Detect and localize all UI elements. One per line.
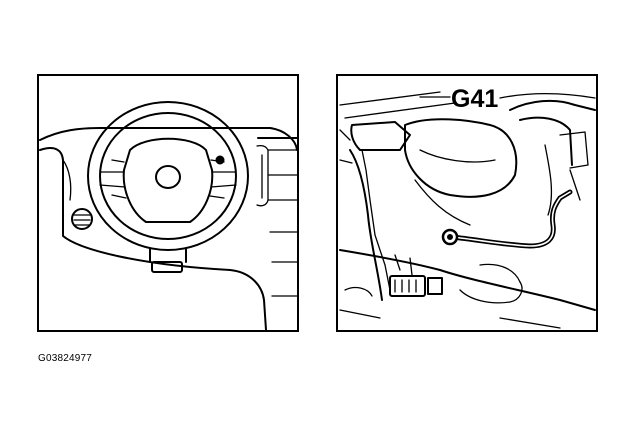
figure-id: G03824977 — [38, 353, 93, 364]
right-panel: G41 — [336, 74, 598, 332]
dashboard-lower-left — [39, 147, 267, 331]
left-panel-frame — [37, 74, 299, 332]
steering-wheel-hub — [122, 137, 214, 223]
center-console — [256, 137, 298, 297]
upper-panel-edge — [339, 91, 456, 119]
steering-wheel-left-spoke — [99, 171, 126, 188]
steering-column — [149, 248, 187, 263]
steering-wheel-emblem — [155, 165, 181, 189]
ground-location-marker — [215, 155, 225, 165]
dashboard-outline — [39, 127, 298, 151]
lower-structure — [339, 249, 596, 329]
dashboard-left-edge — [62, 159, 72, 201]
steering-wheel — [87, 101, 249, 251]
steering-wheel-right-spoke — [210, 171, 237, 188]
callout-leader-right — [499, 92, 596, 99]
left-panel — [37, 74, 299, 332]
connector-block — [389, 275, 426, 297]
lower-panel-switch — [151, 261, 183, 273]
wiring-harness — [339, 118, 518, 301]
left-air-vent — [71, 208, 93, 230]
right-trim — [509, 99, 596, 216]
callout-label: G41 — [451, 85, 498, 113]
ground-wire-g41 — [441, 189, 573, 249]
